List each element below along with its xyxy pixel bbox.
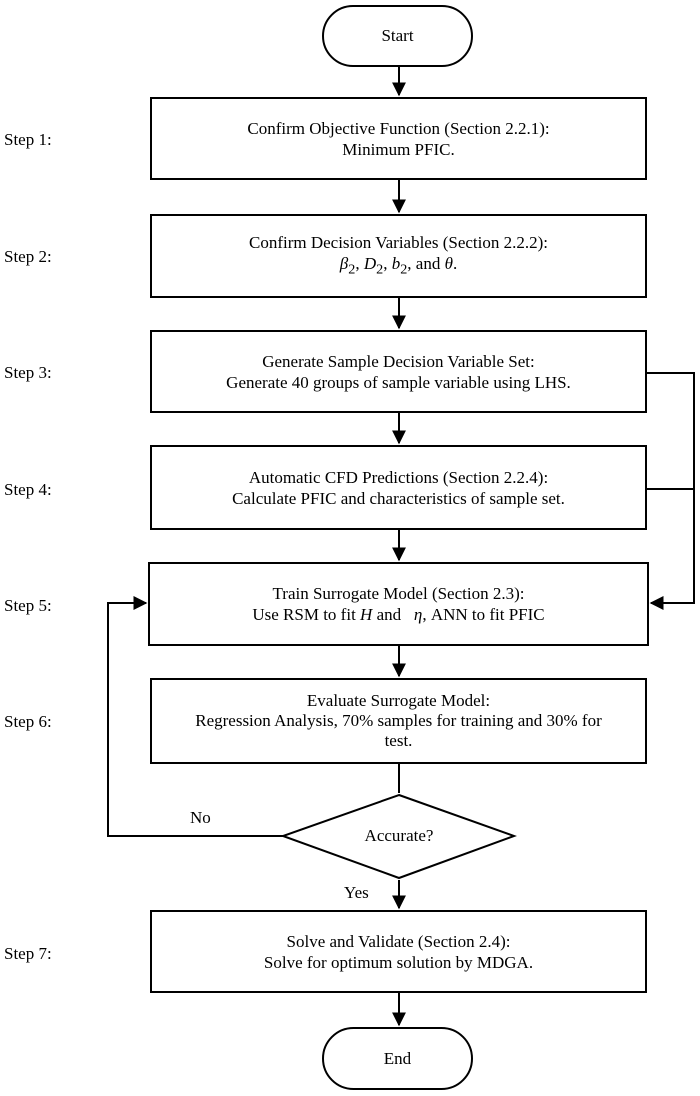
step-5-box: Train Surrogate Model (Section 2.3): Use… bbox=[148, 562, 649, 646]
start-terminal: Start bbox=[322, 5, 473, 67]
step-7-box: Solve and Validate (Section 2.4): Solve … bbox=[150, 910, 647, 993]
decision-yes-label: Yes bbox=[344, 883, 369, 902]
step-2-variables: β2, D2, b2, and θ. bbox=[339, 253, 458, 278]
step-6-detail: Regression Analysis, 70% samples for tra… bbox=[195, 711, 602, 750]
end-terminal: End bbox=[322, 1027, 473, 1090]
step-6-box: Evaluate Surrogate Model: Regression Ana… bbox=[150, 678, 647, 764]
step-6-label: Step 6: bbox=[4, 712, 52, 731]
step-1-label: Step 1: bbox=[4, 130, 52, 149]
step-1-box: Confirm Objective Function (Section 2.2.… bbox=[150, 97, 647, 180]
var-b: b bbox=[391, 253, 401, 273]
step-4-detail: Calculate PFIC and characteristics of sa… bbox=[232, 488, 565, 508]
var-h: H bbox=[360, 605, 373, 624]
step-2-title: Confirm Decision Variables (Section 2.2.… bbox=[248, 232, 549, 252]
step-3-label: Step 3: bbox=[4, 363, 52, 382]
step-3-title: Generate Sample Decision Variable Set: bbox=[262, 351, 535, 371]
step-1-title: Confirm Objective Function (Section 2.2.… bbox=[247, 118, 550, 138]
loop-no-back-to-step5 bbox=[107, 596, 283, 837]
step-7-title: Solve and Validate (Section 2.4): bbox=[286, 931, 511, 951]
var-beta: β bbox=[339, 253, 349, 273]
step-4-title: Automatic CFD Predictions (Section 2.2.4… bbox=[248, 467, 549, 487]
start-label: Start bbox=[381, 26, 414, 45]
var-d: D bbox=[363, 253, 377, 273]
step-2-label: Step 2: bbox=[4, 247, 52, 266]
var-theta: θ bbox=[444, 253, 453, 273]
step-6-title: Evaluate Surrogate Model: bbox=[306, 691, 491, 710]
step-5-detail: Use RSM to fit H and η, ANN to fit PFIC bbox=[252, 605, 545, 624]
step-5-title: Train Surrogate Model (Section 2.3): bbox=[272, 584, 525, 603]
step-7-label: Step 7: bbox=[4, 944, 52, 963]
step-3-detail: Generate 40 groups of sample variable us… bbox=[226, 372, 571, 392]
step-4-label: Step 4: bbox=[4, 480, 52, 499]
step-4-box: Automatic CFD Predictions (Section 2.2.4… bbox=[150, 445, 647, 530]
step-7-detail: Solve for optimum solution by MDGA. bbox=[263, 952, 534, 972]
step-5-label: Step 5: bbox=[4, 596, 52, 615]
decision-diamond bbox=[280, 793, 517, 880]
step-1-detail: Minimum PFIC. bbox=[342, 139, 455, 159]
var-eta: η bbox=[413, 605, 423, 624]
step-3-box: Generate Sample Decision Variable Set: G… bbox=[150, 330, 647, 413]
end-label: End bbox=[383, 1048, 412, 1068]
decision-question: Accurate? bbox=[364, 826, 434, 845]
decision-no-label: No bbox=[190, 808, 211, 827]
step-2-box: Confirm Decision Variables (Section 2.2.… bbox=[150, 214, 647, 298]
